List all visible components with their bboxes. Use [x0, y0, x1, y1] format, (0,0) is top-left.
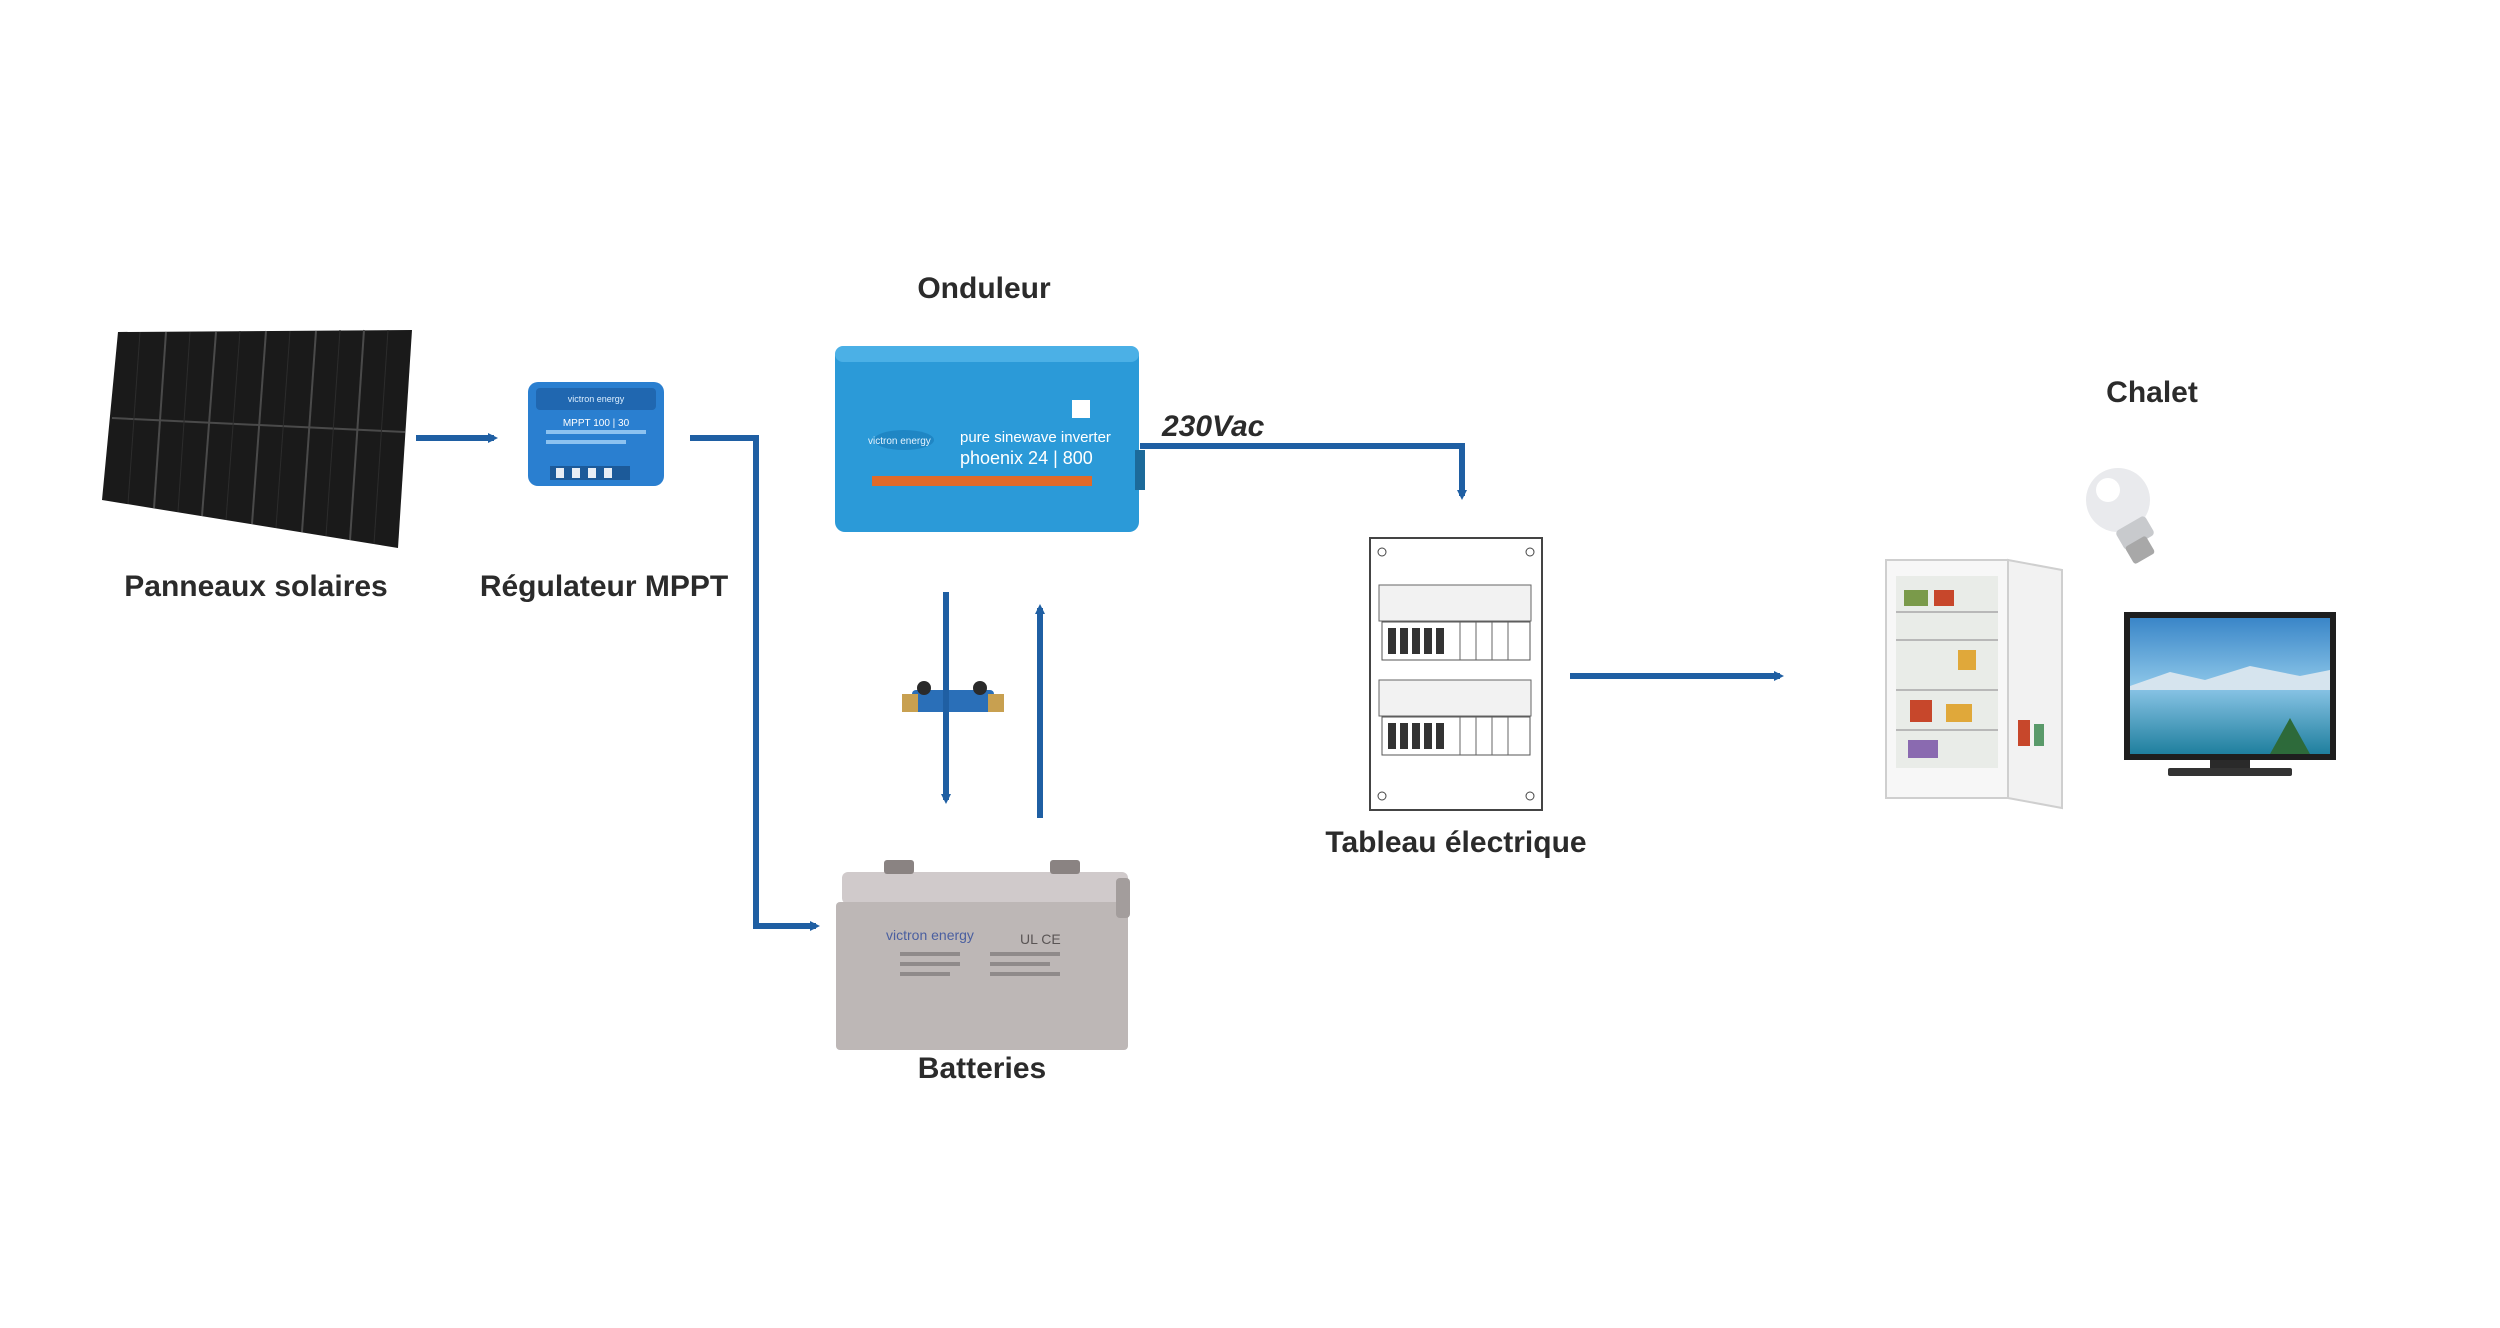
label-inverter: Onduleur: [917, 272, 1051, 305]
arrow-mppt-to-battery: [690, 435, 820, 931]
electrical-panel-icon: [1369, 537, 1543, 811]
label-mppt-regulator: Régulateur MPPT: [479, 570, 729, 603]
fridge-icon: [1885, 558, 2063, 810]
label-batteries: Batteries: [917, 1052, 1047, 1085]
battery-brand-text: victron energy: [886, 927, 974, 943]
label-chalet: Chalet: [2106, 376, 2198, 409]
inverter-icon: victron energy pure sinewave inverter ph…: [835, 346, 1145, 532]
battery-icon: victron energy UL CE: [836, 860, 1130, 1050]
solar-panel-icon: [102, 329, 412, 548]
label-solar-panels: Panneaux solaires: [124, 570, 388, 603]
light-bulb-icon: [2086, 468, 2155, 564]
mppt-regulator-icon: victron energy MPPT 100 | 30: [528, 382, 664, 486]
mppt-brand-text: victron energy: [568, 394, 625, 404]
tv-icon: [2124, 612, 2336, 776]
inverter-brand-text: victron energy: [868, 436, 931, 447]
battery-cert-text: UL CE: [1020, 931, 1061, 947]
shunt-icon: [902, 681, 1004, 712]
inverter-line1-text: pure sinewave inverter: [960, 429, 1111, 446]
label-230vac: 230Vac: [1162, 410, 1265, 443]
label-electrical-panel: Tableau électrique: [1325, 826, 1587, 859]
arrow-inverter-to-panel: [1140, 443, 1467, 500]
inverter-line2-text: phoenix 24 | 800: [960, 448, 1093, 468]
mppt-model-text: MPPT 100 | 30: [563, 418, 630, 429]
